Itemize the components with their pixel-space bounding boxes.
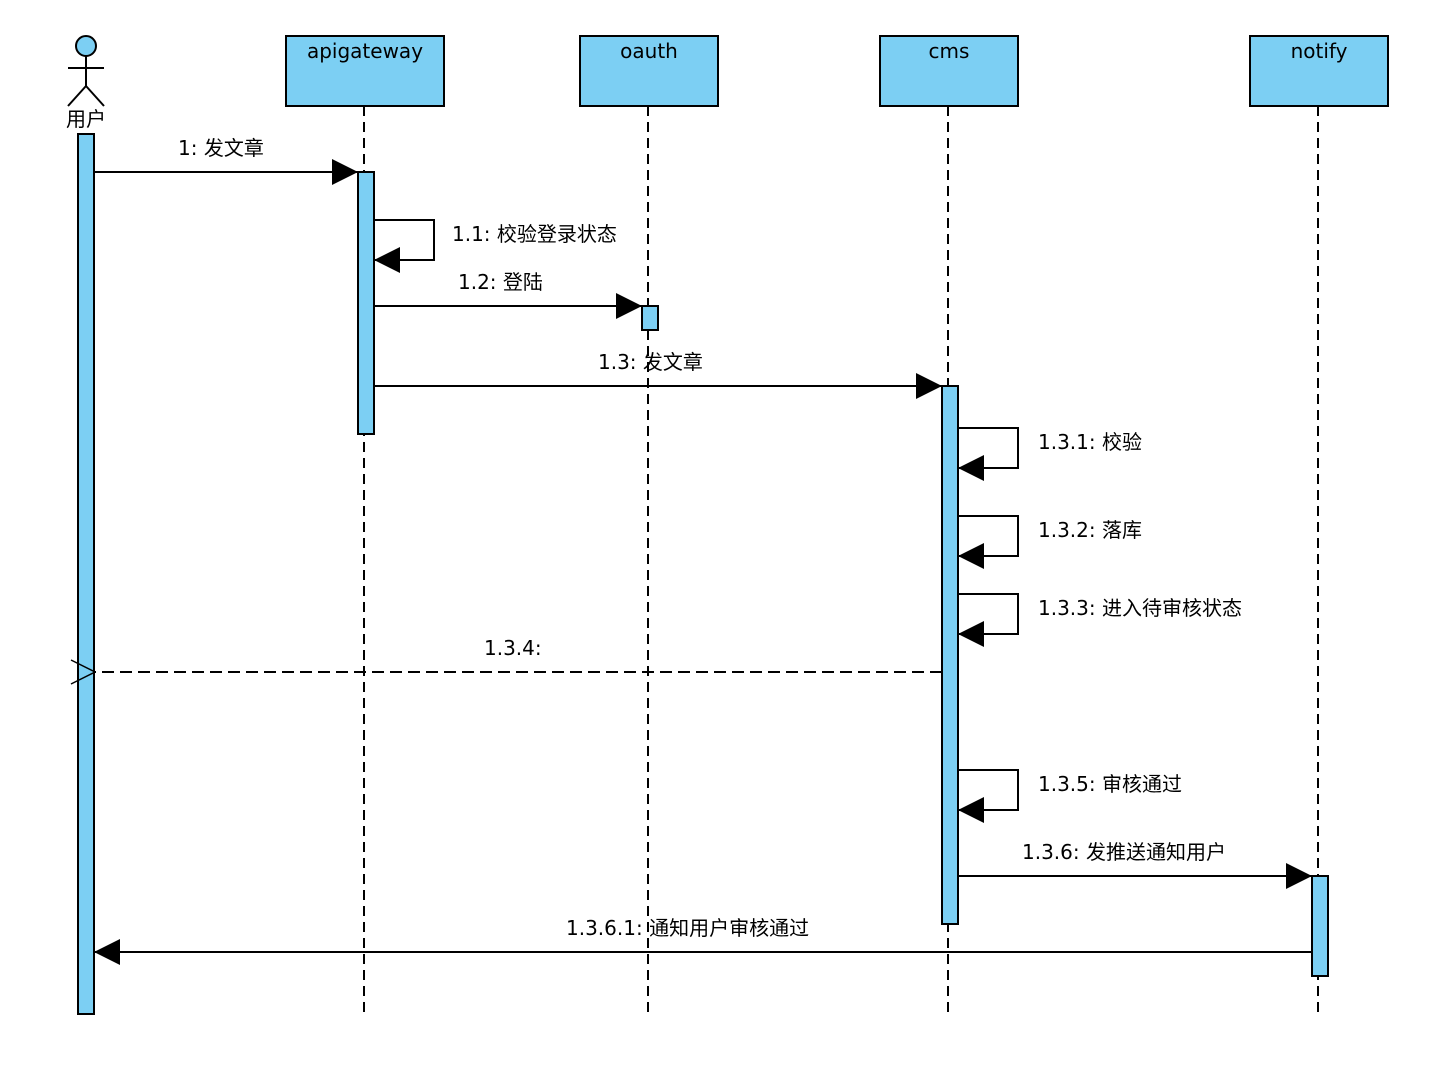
actor-label: 用户 bbox=[66, 107, 106, 131]
activation-user bbox=[77, 133, 95, 1015]
participant-notify: notify bbox=[1249, 35, 1389, 107]
message-label-1-3-1: 1.3.1: 校验 bbox=[1038, 430, 1142, 454]
participant-oauth: oauth bbox=[579, 35, 719, 107]
activation-apigateway bbox=[357, 171, 375, 435]
participant-label: cms bbox=[929, 39, 970, 63]
activations bbox=[77, 133, 1329, 1015]
message-label-1-3-5: 1.3.5: 审核通过 bbox=[1038, 772, 1182, 796]
message-label-1-3-4: 1.3.4: bbox=[484, 636, 542, 660]
participant-label: notify bbox=[1291, 39, 1348, 63]
message-label-1-3-2: 1.3.2: 落库 bbox=[1038, 518, 1142, 542]
participant-label: oauth bbox=[620, 39, 678, 63]
message-arrow-1-3-3 bbox=[958, 593, 1019, 647]
message-arrow-1-3-2 bbox=[958, 515, 1019, 569]
activation-cms bbox=[941, 385, 959, 925]
participant-apigateway: apigateway bbox=[285, 35, 445, 107]
message-arrow-1-1 bbox=[374, 219, 435, 273]
message-label-1-2: 1.2: 登陆 bbox=[458, 270, 543, 294]
message-label-1-3: 1.3: 发文章 bbox=[598, 350, 703, 374]
actor-head bbox=[75, 35, 97, 57]
message-label-1-1: 1.1: 校验登录状态 bbox=[452, 222, 617, 246]
message-label-1-3-3: 1.3.3: 进入待审核状态 bbox=[1038, 596, 1242, 620]
participant-cms: cms bbox=[879, 35, 1019, 107]
activation-notify bbox=[1311, 875, 1329, 977]
activation-oauth bbox=[641, 305, 659, 331]
message-arrow-1-3-1 bbox=[958, 427, 1019, 481]
message-label-1-3-6: 1.3.6: 发推送通知用户 bbox=[1022, 840, 1226, 864]
message-label-1: 1: 发文章 bbox=[178, 136, 264, 160]
message-label-1-3-6-1: 1.3.6.1: 通知用户审核通过 bbox=[566, 916, 809, 940]
participant-label: apigateway bbox=[307, 39, 423, 63]
message-arrow-1-3-5 bbox=[958, 769, 1019, 823]
actor-user: 用户 bbox=[66, 35, 106, 131]
